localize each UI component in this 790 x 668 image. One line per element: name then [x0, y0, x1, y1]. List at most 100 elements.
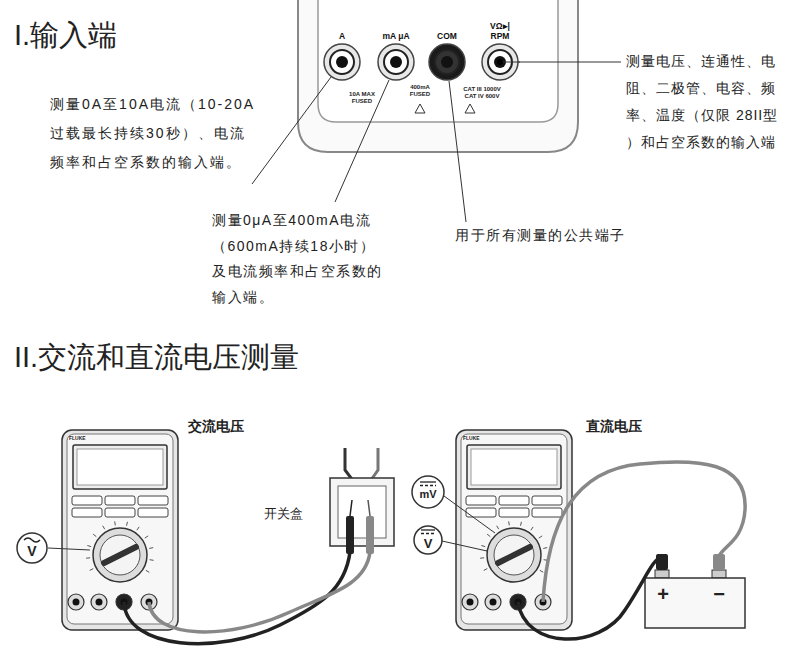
- meter-button: [138, 496, 168, 505]
- meter-jack-hole: [73, 599, 80, 606]
- dc-dashed: [420, 485, 436, 486]
- battery-terminal: [655, 570, 669, 578]
- meter-button: [138, 508, 168, 517]
- meter-button: [72, 508, 102, 517]
- leader-line: [515, 62, 621, 63]
- jack-collar: [435, 50, 459, 74]
- jack-socket: [480, 42, 520, 82]
- test-lead: [518, 556, 662, 639]
- range-symbol: [17, 533, 47, 563]
- input-jack: VΩ▸| RPM: [475, 22, 525, 82]
- test-lead: [149, 552, 370, 632]
- alligator-clip: [656, 554, 668, 570]
- dial-tick: [531, 527, 533, 530]
- leader-line: [442, 541, 487, 551]
- dial-tick: [539, 536, 542, 538]
- dc-dashed: [421, 533, 435, 534]
- leader-line: [252, 77, 331, 184]
- callout-text: 测量0A至10A电流（10-20A 过载最长持续30秒）、电流 频率和占空系数的…: [50, 90, 290, 177]
- jack-socket: [427, 42, 467, 82]
- dc-solid: [421, 529, 435, 530]
- meter-button: [532, 496, 562, 505]
- dial-tick: [93, 534, 96, 536]
- jack-socket: [322, 42, 362, 82]
- test-lead: [543, 462, 745, 602]
- meter-body: [62, 430, 178, 630]
- dial-tick: [86, 557, 90, 558]
- brand-text: FLUKE: [69, 435, 99, 441]
- battery: [645, 578, 745, 628]
- meter-button: [532, 508, 562, 517]
- callout-text: 测量0μA至400mA电流 （600mA持续18小时） 及电流频率和占空系数的 …: [212, 208, 417, 310]
- meter-jack: [91, 594, 107, 610]
- jack-collar: [384, 50, 408, 74]
- jack-hole: [441, 56, 453, 68]
- dial-knob: [104, 547, 136, 563]
- dial-tick: [87, 546, 91, 547]
- leader-line: [335, 80, 389, 202]
- rating-text: CAT III 1000V CAT IV 600V: [457, 86, 507, 100]
- jack-ring: [324, 44, 360, 80]
- meter-face: [461, 434, 567, 624]
- probe-tip: [368, 500, 370, 516]
- dial-tick: [145, 536, 148, 538]
- jack-label: COM: [437, 32, 457, 41]
- part-name: 开关盒: [264, 506, 324, 522]
- range-symbol: [414, 526, 442, 554]
- dial-knob: [498, 547, 530, 563]
- jack-panel: [318, 0, 558, 122]
- meter-jack: [462, 594, 478, 610]
- meter-jack-hole: [467, 599, 474, 606]
- ac-tilde: [24, 538, 40, 542]
- meter-housing: [298, 0, 578, 152]
- dial-tick: [481, 546, 485, 547]
- leader-line: [449, 81, 466, 222]
- meter-display: [73, 445, 167, 489]
- display-window: [471, 449, 557, 485]
- input-jack: COM: [422, 32, 472, 82]
- dial-tick: [126, 522, 128, 526]
- figure-title: 交流电压: [188, 418, 268, 435]
- range-symbol-text: mV: [413, 488, 443, 501]
- dial-tick: [90, 569, 94, 571]
- rotary-dial-inner: [494, 535, 534, 575]
- input-jack: mA μA: [371, 32, 421, 82]
- figure-title: 直流电压: [586, 418, 666, 435]
- meter-jack-hole: [490, 599, 497, 606]
- jack-hole: [390, 56, 402, 68]
- dc-solid: [420, 481, 436, 482]
- dial-tick: [146, 570, 149, 572]
- display-window: [77, 449, 163, 485]
- rating-text: 10A MAX FUSED: [342, 91, 382, 105]
- dial-tick: [103, 526, 105, 529]
- dial-tick: [540, 570, 543, 572]
- meter-button: [72, 496, 102, 505]
- meter-face: [67, 434, 173, 624]
- jack-socket: [376, 42, 416, 82]
- jack-label: VΩ▸| RPM: [485, 22, 515, 41]
- range-symbol: [412, 476, 444, 508]
- switch-box-inner: [338, 486, 386, 538]
- probe-tip: [350, 500, 352, 516]
- rotary-dial-inner: [100, 535, 140, 575]
- dial-tick: [137, 527, 139, 530]
- input-jack: A: [317, 32, 367, 82]
- warning-triangle: [415, 104, 425, 113]
- dial-tick: [487, 534, 490, 536]
- range-symbol-text: V: [418, 536, 438, 552]
- warning-triangle: [465, 104, 475, 113]
- jack-label: A: [339, 32, 345, 41]
- probe: [366, 516, 374, 554]
- dial-tick: [149, 547, 153, 549]
- meter-jack-hole: [96, 599, 103, 606]
- polarity-mark: −: [708, 582, 730, 606]
- multimeter: [62, 430, 178, 630]
- section-heading: I.输入端: [14, 18, 234, 53]
- dial-tick: [508, 521, 510, 525]
- rotary-dial: [487, 528, 541, 582]
- leader-line: [48, 548, 90, 550]
- brand-text: FLUKE: [463, 435, 493, 441]
- dial-tick: [150, 559, 154, 561]
- section-heading: II.交流和直流电压测量: [14, 340, 434, 375]
- alligator-clip: [713, 554, 725, 570]
